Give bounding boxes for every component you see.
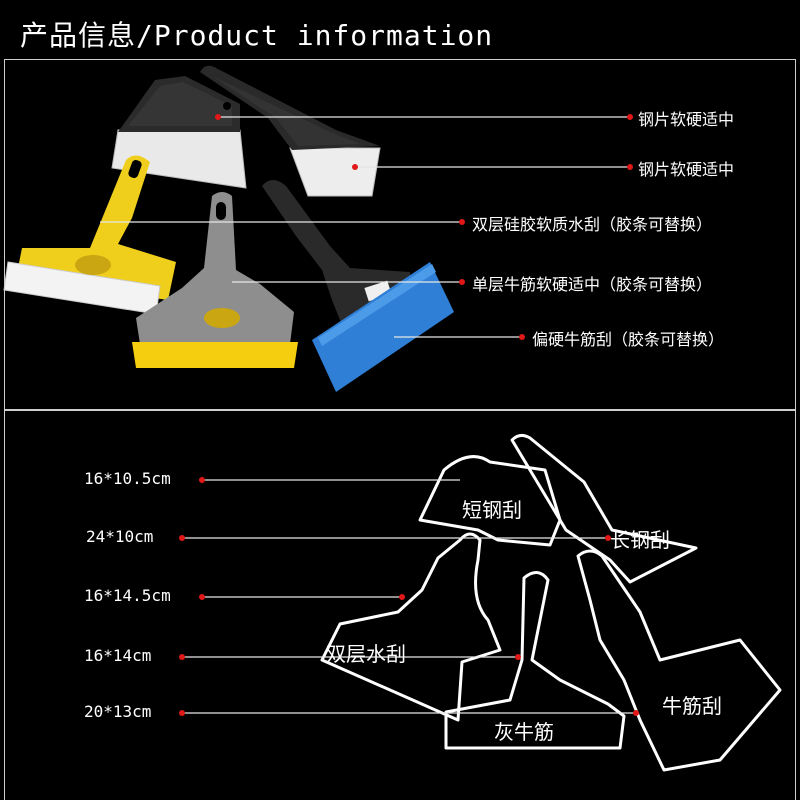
short-steel-scraper-image [111,76,247,189]
callout-dot-2 [352,164,358,170]
dim-dot-5 [179,710,185,716]
blue-tendon-squeegee-image [262,180,454,392]
callout-dot-5 [519,334,525,340]
callout-dot-2b [627,164,633,170]
dimension-short-steel: 16*10.5cm [84,469,171,488]
dimension-long-steel: 24*10cm [86,527,154,546]
callout-dot-4 [459,279,465,285]
double-layer-outline [320,532,502,722]
dim-dot-3 [199,594,205,600]
long-steel-outline [510,433,698,584]
dimension-tendon: 20*13cm [84,702,152,721]
label-double-layer: 双层水刮 [326,642,406,666]
callout-double-silicone: 双层硅胶软质水刮（胶条可替换） [472,215,713,234]
dim-dot-1 [199,477,205,483]
callout-dot-3 [459,219,465,225]
dimension-grey-tendon: 16*14cm [84,646,152,665]
callout-dot-1 [215,114,221,120]
tendon-outline [576,549,782,772]
page-title: 产品信息/Product information [20,19,494,52]
dimension-diagram-panel [4,409,796,800]
label-grey-tendon: 灰牛筋 [494,720,554,744]
callout-hard-tendon: 偏硬牛筋刮（胶条可替换） [532,330,725,349]
dim-dot-4b [515,654,521,660]
dim-dot-3b [399,594,405,600]
label-long-steel: 长钢刮 [610,528,670,552]
callout-steel-medium-1: 钢片软硬适中 [638,110,735,129]
grey-single-layer-squeegee-image [132,192,298,368]
product-photo-panel [4,59,796,411]
long-steel-scraper-image [200,65,381,197]
label-short-steel: 短钢刮 [462,498,522,522]
dim-dot-5b [633,710,639,716]
dim-dot-4 [179,654,185,660]
callout-single-tendon: 单层牛筋软硬适中（胶条可替换） [472,275,713,294]
dimension-double-layer: 16*14.5cm [84,586,171,605]
label-tendon: 牛筋刮 [662,694,722,718]
dim-dot-2 [179,535,185,541]
grey-tendon-outline [444,571,626,750]
callout-steel-medium-2: 钢片软硬适中 [638,160,735,179]
callout-dot-1b [627,114,633,120]
dim-dot-2b [605,535,611,541]
yellow-double-layer-squeegee-image [3,155,176,315]
